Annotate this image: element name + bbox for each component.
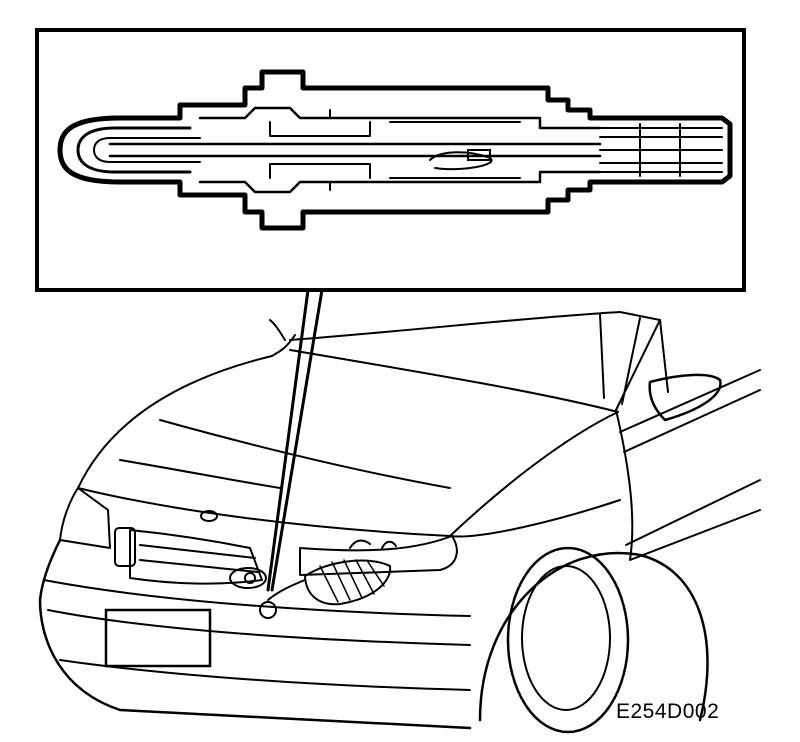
car-front-illustration (38, 311, 761, 734)
sensor-tip-inner (93, 137, 201, 163)
wheel-arch (478, 551, 709, 722)
sensor-lead-caps (639, 123, 681, 177)
sensor-shoulder-lines (269, 109, 521, 191)
front-wheel (506, 546, 630, 734)
front-bumper (38, 538, 472, 730)
side-mirror (648, 373, 722, 422)
hood-emblem (200, 510, 218, 522)
exhaust-pipe (267, 579, 306, 601)
windshield (289, 311, 661, 411)
headlight-right (299, 535, 458, 576)
sensor-body-inner (198, 106, 602, 194)
sensor-tip-tube (76, 126, 192, 174)
grille-badge (114, 527, 136, 567)
radiator-grille (129, 529, 263, 585)
door-line (615, 409, 761, 561)
sensor-detail-inset (35, 28, 746, 292)
fog-lamp (229, 567, 267, 589)
hood-surface (77, 355, 619, 537)
headlight-left (59, 487, 111, 549)
sensor-housing-outline (57, 69, 733, 231)
sensor-location-mark (259, 601, 277, 619)
license-plate (104, 608, 212, 668)
hood-edge (289, 349, 619, 413)
sensor-contact-block (467, 149, 491, 161)
sensor-ceramic-element (108, 142, 602, 158)
inset-frame (35, 28, 746, 292)
front-fender (449, 499, 621, 538)
figure-code: E254D002 (616, 700, 720, 723)
sensor-lead-wires (599, 127, 723, 173)
wheel-rim (521, 565, 611, 711)
